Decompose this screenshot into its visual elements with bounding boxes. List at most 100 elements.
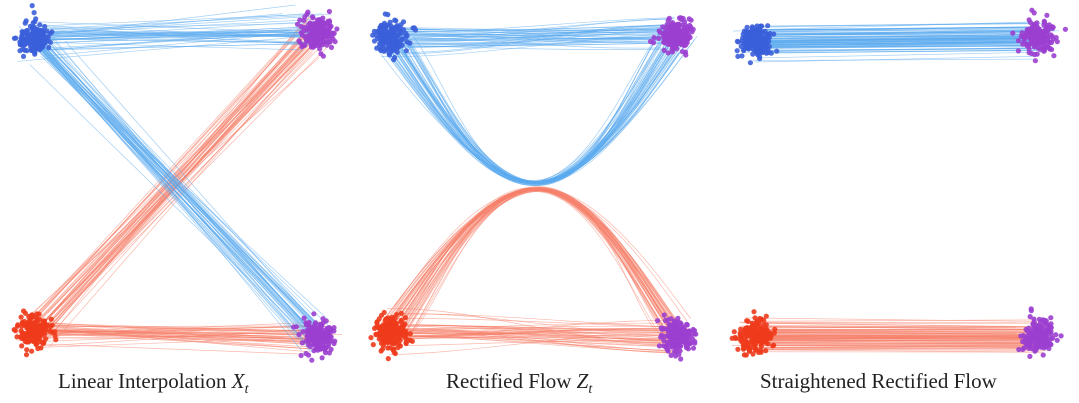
flow-line bbox=[28, 34, 301, 44]
sample-point bbox=[683, 37, 689, 43]
flow-line bbox=[28, 330, 318, 343]
sample-point bbox=[751, 309, 757, 315]
flow-line bbox=[749, 326, 1042, 328]
sample-point bbox=[34, 337, 41, 343]
sample-point bbox=[659, 332, 665, 338]
sample-point bbox=[328, 44, 335, 51]
sample-point bbox=[735, 346, 741, 352]
panel-rectified-flow bbox=[368, 11, 699, 362]
sample-point bbox=[1041, 22, 1047, 28]
sample-point bbox=[402, 321, 408, 327]
flow-line bbox=[394, 32, 660, 183]
sample-point bbox=[739, 38, 745, 44]
sample-point bbox=[19, 323, 25, 329]
sample-point bbox=[310, 342, 317, 348]
flow-line bbox=[749, 349, 1043, 353]
sample-point bbox=[390, 330, 396, 336]
sample-point bbox=[690, 345, 697, 351]
sample-point bbox=[395, 32, 401, 38]
sample-point bbox=[18, 314, 24, 320]
sample-point bbox=[52, 329, 58, 335]
flow-line bbox=[399, 29, 676, 185]
flow-line bbox=[757, 31, 1042, 35]
sample-point bbox=[1044, 31, 1050, 37]
sample-point bbox=[774, 48, 780, 54]
sample-point bbox=[1022, 335, 1028, 341]
sample-point bbox=[670, 336, 676, 342]
sample-point bbox=[763, 313, 769, 319]
sample-point bbox=[21, 318, 27, 325]
sample-point bbox=[34, 38, 40, 45]
sample-point bbox=[1058, 333, 1064, 339]
flow-line bbox=[34, 41, 299, 340]
flow-line bbox=[53, 43, 325, 50]
sample-point bbox=[679, 41, 685, 48]
flow-line bbox=[757, 345, 1051, 348]
sample-point bbox=[693, 331, 699, 337]
sample-point bbox=[765, 23, 771, 29]
flow-line bbox=[752, 48, 1051, 53]
target-cloud-top bbox=[294, 8, 340, 59]
sample-point bbox=[33, 16, 39, 22]
flow-lines-red bbox=[731, 317, 1054, 353]
flow-line bbox=[744, 50, 1038, 54]
sample-point bbox=[668, 39, 674, 46]
sample-point bbox=[749, 24, 755, 30]
sample-point bbox=[1054, 337, 1060, 343]
sample-point bbox=[738, 326, 744, 332]
sample-point bbox=[394, 23, 400, 29]
flow-lines-red bbox=[372, 186, 695, 356]
flow-line bbox=[18, 25, 313, 335]
sample-point bbox=[665, 50, 671, 56]
sample-point bbox=[750, 351, 756, 357]
sample-point bbox=[661, 337, 667, 344]
sample-point bbox=[375, 35, 381, 42]
flow-line bbox=[33, 30, 327, 50]
sample-point bbox=[747, 329, 753, 335]
sample-point bbox=[1027, 314, 1033, 320]
sample-point bbox=[20, 46, 26, 52]
flow-line bbox=[391, 332, 681, 339]
sample-point bbox=[1010, 30, 1016, 36]
sample-point bbox=[37, 22, 43, 28]
sample-point bbox=[684, 322, 690, 328]
sample-point bbox=[753, 345, 759, 351]
sample-point bbox=[41, 38, 47, 45]
flow-line bbox=[760, 340, 1045, 344]
sample-point bbox=[750, 51, 756, 57]
flow-line bbox=[43, 322, 311, 340]
flow-line bbox=[769, 330, 1038, 332]
sample-point bbox=[651, 35, 657, 41]
flow-line bbox=[749, 342, 1040, 345]
flow-line bbox=[744, 329, 1035, 331]
sample-point bbox=[305, 321, 311, 327]
sample-point bbox=[391, 39, 397, 45]
sample-point bbox=[1049, 25, 1055, 31]
sample-point bbox=[747, 60, 754, 66]
sample-point bbox=[324, 42, 330, 48]
sample-point bbox=[387, 34, 393, 40]
sample-point bbox=[319, 355, 325, 361]
sample-point bbox=[1043, 320, 1049, 326]
sample-point bbox=[1033, 337, 1039, 344]
flow-line bbox=[38, 329, 311, 348]
flow-line bbox=[394, 187, 668, 330]
sample-point bbox=[300, 329, 306, 335]
sample-point bbox=[1040, 352, 1046, 358]
sample-point bbox=[309, 357, 315, 363]
sample-point bbox=[399, 326, 405, 332]
sample-point bbox=[326, 26, 332, 32]
sample-point bbox=[763, 329, 770, 335]
sample-point bbox=[673, 353, 679, 359]
sample-point bbox=[310, 34, 317, 40]
flow-lines-blue bbox=[376, 17, 698, 186]
sample-point bbox=[296, 331, 302, 338]
sample-point bbox=[42, 23, 48, 30]
flow-line bbox=[754, 56, 1035, 63]
sample-point bbox=[1033, 331, 1039, 337]
flow-line bbox=[25, 35, 303, 40]
flow-line bbox=[32, 343, 303, 355]
sample-point bbox=[326, 8, 332, 15]
sample-point bbox=[311, 337, 317, 343]
